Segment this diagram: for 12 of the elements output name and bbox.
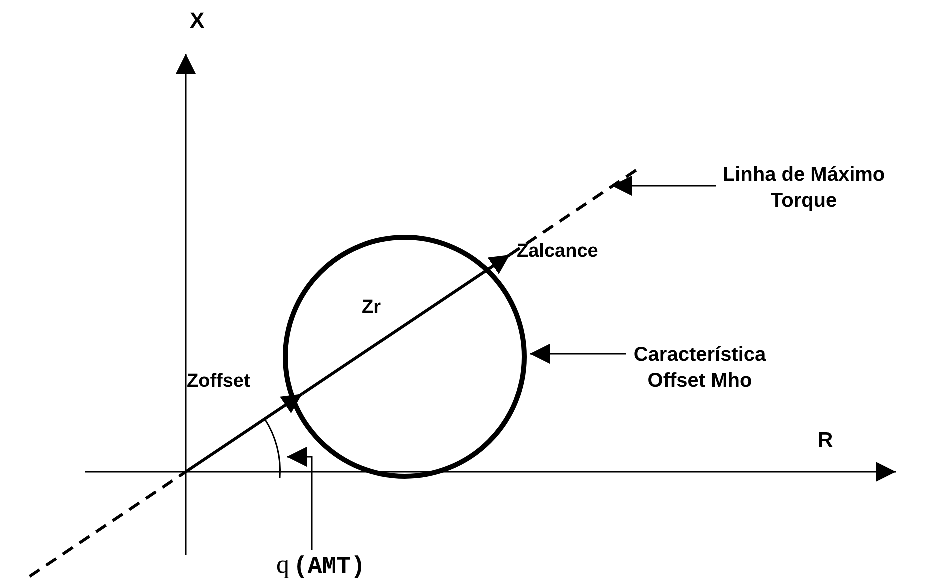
leader-line [612,176,716,196]
leader-line [287,447,313,550]
axis-label: X [190,10,205,32]
vector-label: Zr [362,298,381,317]
callout-label: Característica Offset Mho [632,343,768,394]
vector-label: Zalcance [517,242,598,261]
callout-label: Linha de Máximo Torque [722,163,886,214]
vector-label: Zoffset [187,372,250,391]
angle-label: (AMT) [293,556,366,580]
axis-label: R [818,430,834,451]
angle-symbol: q [276,552,290,578]
leader-line [530,344,626,364]
